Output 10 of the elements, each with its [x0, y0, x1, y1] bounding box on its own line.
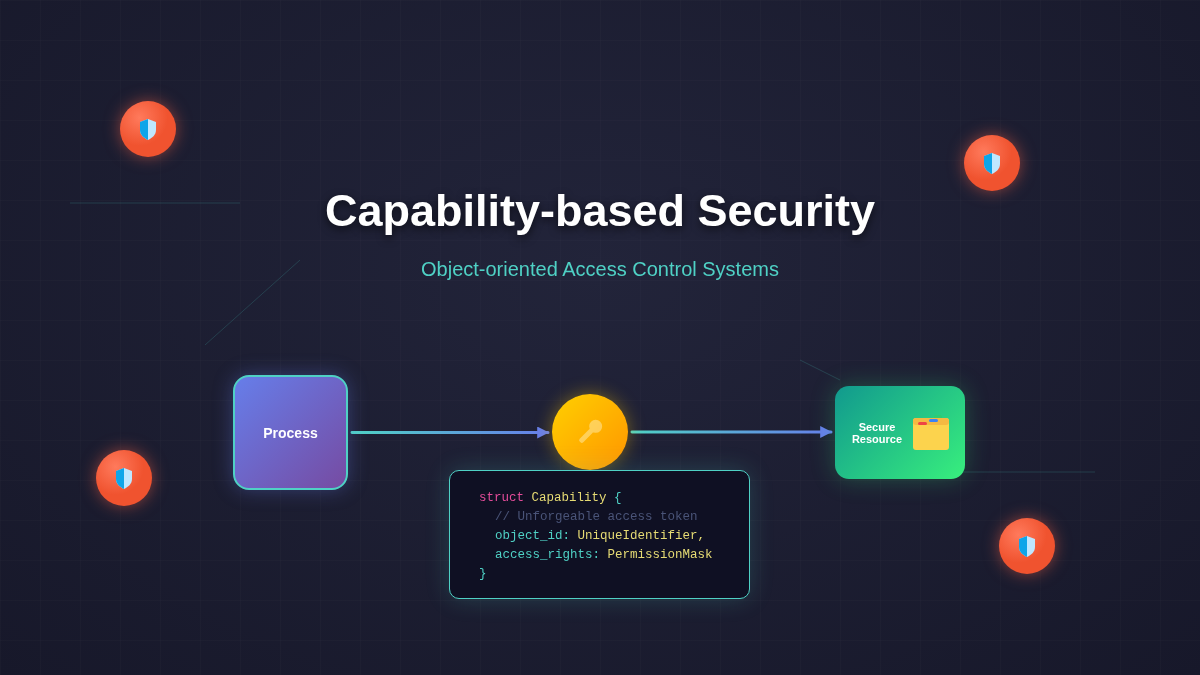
- subtitle: Object-oriented Access Control Systems: [421, 258, 779, 280]
- code-box: [449, 470, 750, 599]
- code-snippet: struct Capability { // Unforgeable access token object_id: UniqueIdentifier, access_rights: PermissionMask }: [479, 490, 713, 583]
- arrow: [630, 426, 833, 438]
- title: Capability-based Security: [324, 185, 876, 236]
- node-label: Process: [263, 424, 318, 441]
- process-box: [233, 375, 348, 490]
- node-label: Secure Resource: [850, 420, 904, 445]
- resource-box: [835, 386, 965, 479]
- arrow: [350, 426, 550, 439]
